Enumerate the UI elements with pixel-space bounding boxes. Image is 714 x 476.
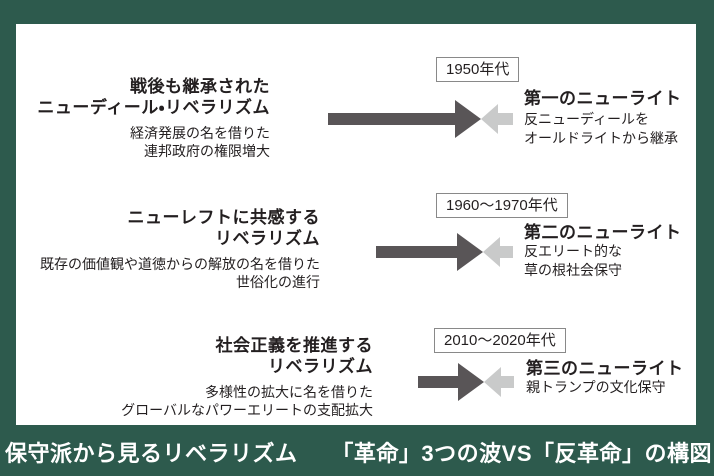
diagram-card: 戦後も継承された ニューディール・リベラリズム 経済発展の名を借りた 連邦政府の… (16, 24, 696, 425)
footer-series-title: 保守派から見るリベラリズム (5, 441, 298, 466)
row3-liberalism-desc-line2: グローバルなパワーエリートの支配拡大 (121, 402, 373, 418)
row3-new-right-counter-arrow-icon (484, 367, 514, 397)
row2-era-label: 1960〜1970年代 (436, 193, 568, 218)
row3-liberalism-desc-line1: 多様性の拡大に名を借りた (205, 384, 373, 400)
row2-liberalism-title: ニューレフトに共感する リベラリズム (40, 207, 320, 249)
row1-new-right-counter-arrow-icon (481, 104, 513, 134)
row3-new-right-title: 第三のニューライト (526, 359, 684, 378)
row2-new-right-title: 第二のニューライト (524, 223, 682, 242)
row1-era-label: 1950年代 (436, 57, 520, 82)
row1-liberalism-title: 戦後も継承された ニューディール・リベラリズム (37, 76, 270, 118)
row3-new-right-desc-line1: 親トランプの文化保守 (526, 379, 666, 395)
row1-new-right-title: 第一のニューライト (524, 89, 682, 108)
row1-liberalism-block: 戦後も継承された ニューディール・リベラリズム 経済発展の名を借りた 連邦政府の… (37, 76, 270, 160)
row2-liberalism-desc-line2: 世俗化の進行 (236, 274, 320, 290)
row1-liberalism-desc: 経済発展の名を借りた 連邦政府の権限増大 (37, 124, 270, 160)
row3-era-label: 2010〜2020年代 (434, 328, 566, 353)
row1-era-text: 1950年代 (446, 61, 510, 78)
row2-liberalism-desc-line1: 既存の価値観や道徳からの解放の名を借りた (40, 256, 320, 272)
row2-era-text: 1960〜1970年代 (446, 197, 558, 214)
row2-new-right-desc: 反エリート的な 草の根社会保守 (524, 242, 622, 280)
row1-new-right-desc-line1: 反ニューディールを (524, 111, 650, 127)
row2-liberalism-block: ニューレフトに共感する リベラリズム 既存の価値観や道徳からの解放の名を借りた … (40, 207, 320, 291)
row1-new-right-desc-line2: オールドライトから継承 (524, 130, 678, 146)
row2-liberalism-title-line1: ニューレフトに共感する (127, 208, 320, 227)
row3-new-right-desc: 親トランプの文化保守 (526, 378, 666, 397)
row2-liberalism-desc: 既存の価値観や道徳からの解放の名を借りた 世俗化の進行 (40, 255, 320, 291)
row3-era-text: 2010〜2020年代 (444, 332, 556, 349)
row3-liberalism-wave-arrow-icon (418, 363, 484, 401)
row1-liberalism-desc-line1: 経済発展の名を借りた (130, 125, 270, 141)
footer-caption-bar: 保守派から見るリベラリズム 「革命」3つの波VS「反革命」の構図 (0, 425, 714, 476)
row3-liberalism-block: 社会正義を推進する リベラリズム 多様性の拡大に名を借りた グローバルなパワーエ… (121, 335, 373, 419)
row1-new-right-desc: 反ニューディールを オールドライトから継承 (524, 110, 678, 148)
row3-liberalism-title-line2: リベラリズム (268, 357, 373, 376)
row2-opposing-arrows-icon (376, 233, 513, 271)
row3-liberalism-desc: 多様性の拡大に名を借りた グローバルなパワーエリートの支配拡大 (121, 383, 373, 419)
row3-opposing-arrows-icon (418, 363, 514, 401)
row2-new-right-desc-line2: 草の根社会保守 (524, 262, 622, 278)
row2-liberalism-wave-arrow-icon (376, 233, 483, 271)
row1-liberalism-title-line2: ニューディール・リベラリズム (37, 98, 270, 117)
row2-new-right-desc-line1: 反エリート的な (524, 243, 622, 259)
row1-liberalism-title-line1: 戦後も継承された (130, 77, 270, 96)
row3-liberalism-title: 社会正義を推進する リベラリズム (121, 335, 373, 377)
row1-liberalism-wave-arrow-icon (328, 100, 481, 138)
row1-liberalism-desc-line2: 連邦政府の権限増大 (144, 143, 270, 159)
row3-liberalism-title-line1: 社会正義を推進する (215, 336, 373, 355)
footer-diagram-title: 「革命」3つの波VS「反革命」の構図 (331, 441, 712, 466)
row2-new-right-counter-arrow-icon (483, 237, 513, 267)
row1-opposing-arrows-icon (328, 100, 513, 138)
row2-liberalism-title-line2: リベラリズム (215, 229, 320, 248)
